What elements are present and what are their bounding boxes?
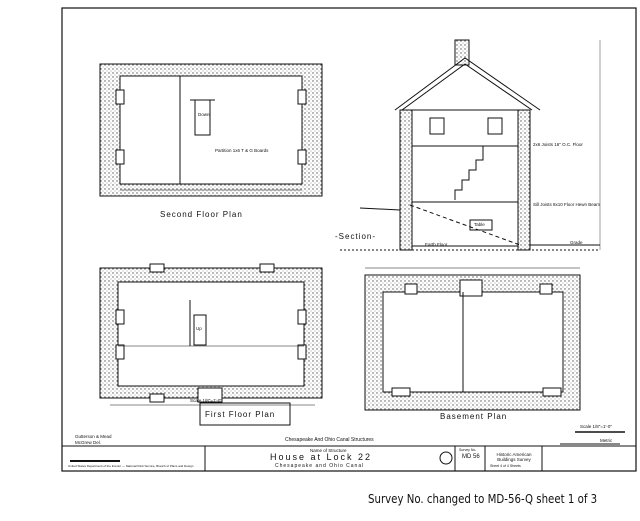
drafter-2: McGrew Del. [75,440,102,445]
title-block [62,402,636,471]
first-floor-scale-note: Scale 1/8"=1'-0" [190,398,222,403]
agency-text: United States Department of the Interior… [68,464,194,468]
section-note-sill: Sill Joists 8x10 Floor Hewn Beam [533,202,601,207]
first-floor-plan [99,263,323,406]
survey-caption: Survey No. [459,448,477,452]
section-note-table: Table [474,222,485,227]
structure-location: Chesapeake and Ohio Canal [275,463,365,469]
drafter-1: Gutterson & Mead [75,434,112,439]
stair-up-label: Up [196,326,202,331]
stair-down-label: Down [198,112,210,117]
metric-label: Metric [600,438,613,443]
first-floor-plan-title: First Floor Plan [205,410,276,419]
structure-name: House at Lock 22 [270,452,373,462]
basement-plan [364,267,581,411]
series-title: Chesapeake And Ohio Canal Structures [285,437,374,443]
program-name: Historic American Buildings Survey [496,452,532,462]
section-title: -Section- [335,232,377,241]
section-note-earth-floor: Earth Floor [425,242,448,247]
second-floor-plan [99,63,323,197]
section-note-grade: Grade [570,240,583,245]
scale-label: Scale 1/8"=1'-0" [580,424,612,429]
sheet-number: Sheet 4 of 4 Sheets [490,464,521,468]
section-note-joists: 2x6 Joists 16" O.C. Floor [533,142,583,147]
name-caption: Name of Structure [310,448,347,453]
section-drawing [340,39,601,251]
basement-plan-title: Basement Plan [440,412,508,421]
handwritten-annotation: Survey No. changed to MD-56-Q sheet 1 of… [368,492,598,506]
sheet-border [61,7,637,472]
partition-note: Partition 1x6 T & G Boards [215,148,269,153]
survey-number: MD 56 [462,454,480,460]
second-floor-plan-title: Second Floor Plan [160,210,243,219]
